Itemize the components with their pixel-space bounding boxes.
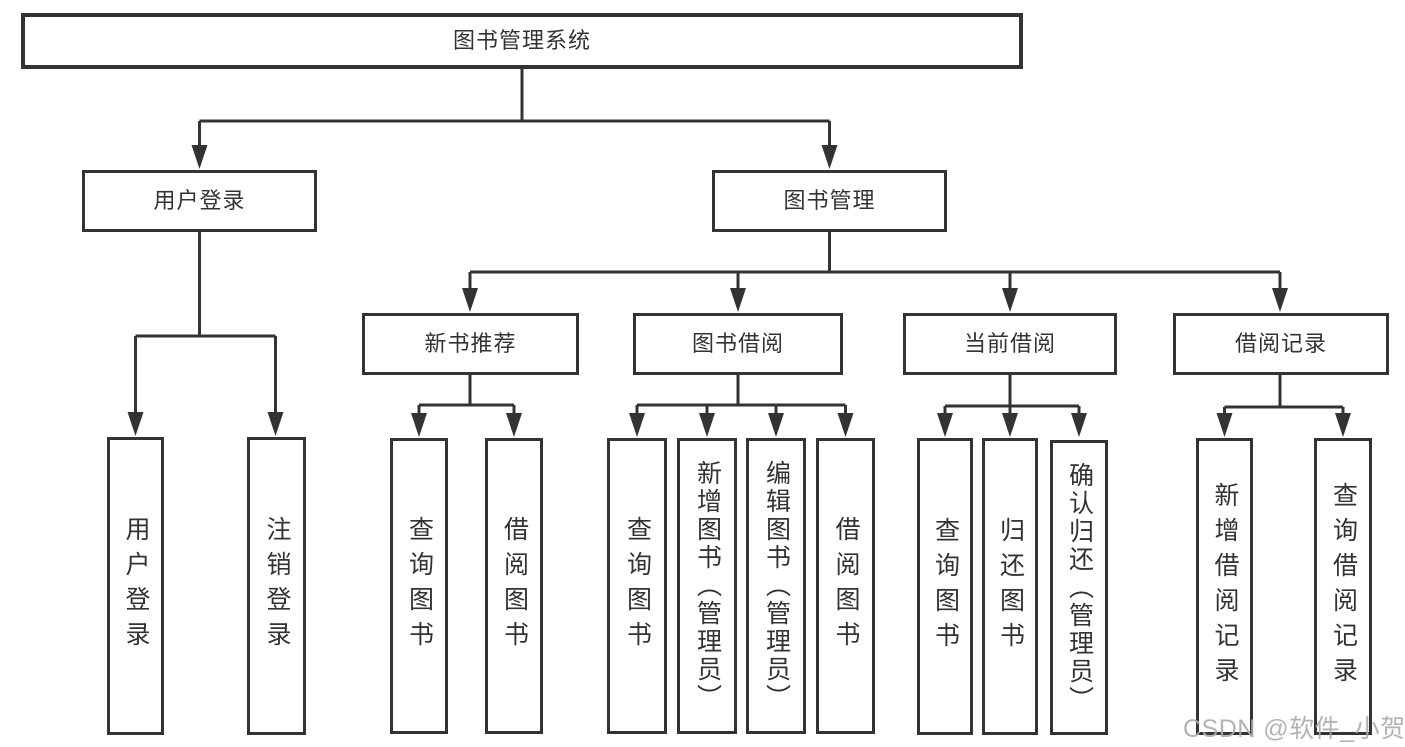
node-leaf-borrowing-add-books-admin: 新增图书（管理员） <box>677 438 737 734</box>
node-leaf-logout: 注销登录 <box>247 437 306 735</box>
arrowhead-icon <box>462 288 478 312</box>
node-leaf-borrowing-query-books: 查询图书 <box>607 438 667 734</box>
node-book-borrowing: 图书借阅 <box>633 313 843 375</box>
connector-borrowing-to-leaves <box>635 375 847 420</box>
csdn-watermark: CSDN @软件_小贺同学 <box>1183 715 1405 743</box>
node-new-book-recommend: 新书推荐 <box>362 313 579 375</box>
connector-bookmgmt-to-level3 <box>468 232 1282 295</box>
node-leaf-borrowing-edit-books-admin: 编辑图书（管理员） <box>746 438 806 734</box>
connector-records-to-leaves <box>1223 375 1345 420</box>
node-book-management: 图书管理 <box>712 170 947 232</box>
arrowhead-icon <box>191 145 208 169</box>
arrowhead-icon <box>1002 413 1018 437</box>
connector-paths <box>134 69 1345 420</box>
connector-userlogin-to-leaves <box>134 232 277 418</box>
node-leaf-records-add-record: 新增借阅记录 <box>1196 438 1253 735</box>
node-borrowing-records: 借阅记录 <box>1173 313 1389 375</box>
node-leaf-current-confirm-return-admin: 确认归还（管理员） <box>1050 440 1108 735</box>
node-current-borrowing: 当前借阅 <box>903 313 1117 375</box>
node-leaf-user-login: 用户登录 <box>107 437 164 735</box>
arrowhead-icon <box>629 413 645 437</box>
arrowhead-icon <box>1071 413 1087 437</box>
arrowhead-icon <box>821 145 838 169</box>
node-leaf-current-query-books: 查询图书 <box>917 438 973 735</box>
arrowhead-icon <box>411 413 427 437</box>
node-leaf-recommend-query-books: 查询图书 <box>390 438 448 734</box>
node-user-login: 用户登录 <box>82 170 317 232</box>
node-root: 图书管理系统 <box>21 13 1023 69</box>
arrowhead-icon <box>267 412 284 436</box>
arrowhead-icon <box>1335 413 1351 437</box>
arrowhead-icon <box>730 288 746 312</box>
node-leaf-records-query-record: 查询借阅记录 <box>1314 438 1372 735</box>
node-leaf-recommend-borrow-books: 借阅图书 <box>485 438 543 734</box>
arrowhead-icon <box>937 413 953 437</box>
arrowhead-icons <box>127 145 1351 437</box>
connector-root-to-level2 <box>198 69 831 150</box>
arrowhead-icon <box>1216 413 1233 437</box>
arrowhead-icon <box>699 413 715 437</box>
arrowhead-icon <box>127 412 144 436</box>
arrowhead-icon <box>768 413 784 437</box>
arrowhead-icon <box>1272 288 1288 312</box>
connector-recommend-to-leaves <box>417 375 516 420</box>
arrowhead-icon <box>837 413 854 437</box>
node-leaf-current-return-books: 归还图书 <box>982 438 1038 735</box>
arrowhead-icon <box>506 413 522 437</box>
node-leaf-borrowing-borrow-books: 借阅图书 <box>816 438 875 734</box>
arrowhead-icon <box>1002 288 1018 312</box>
